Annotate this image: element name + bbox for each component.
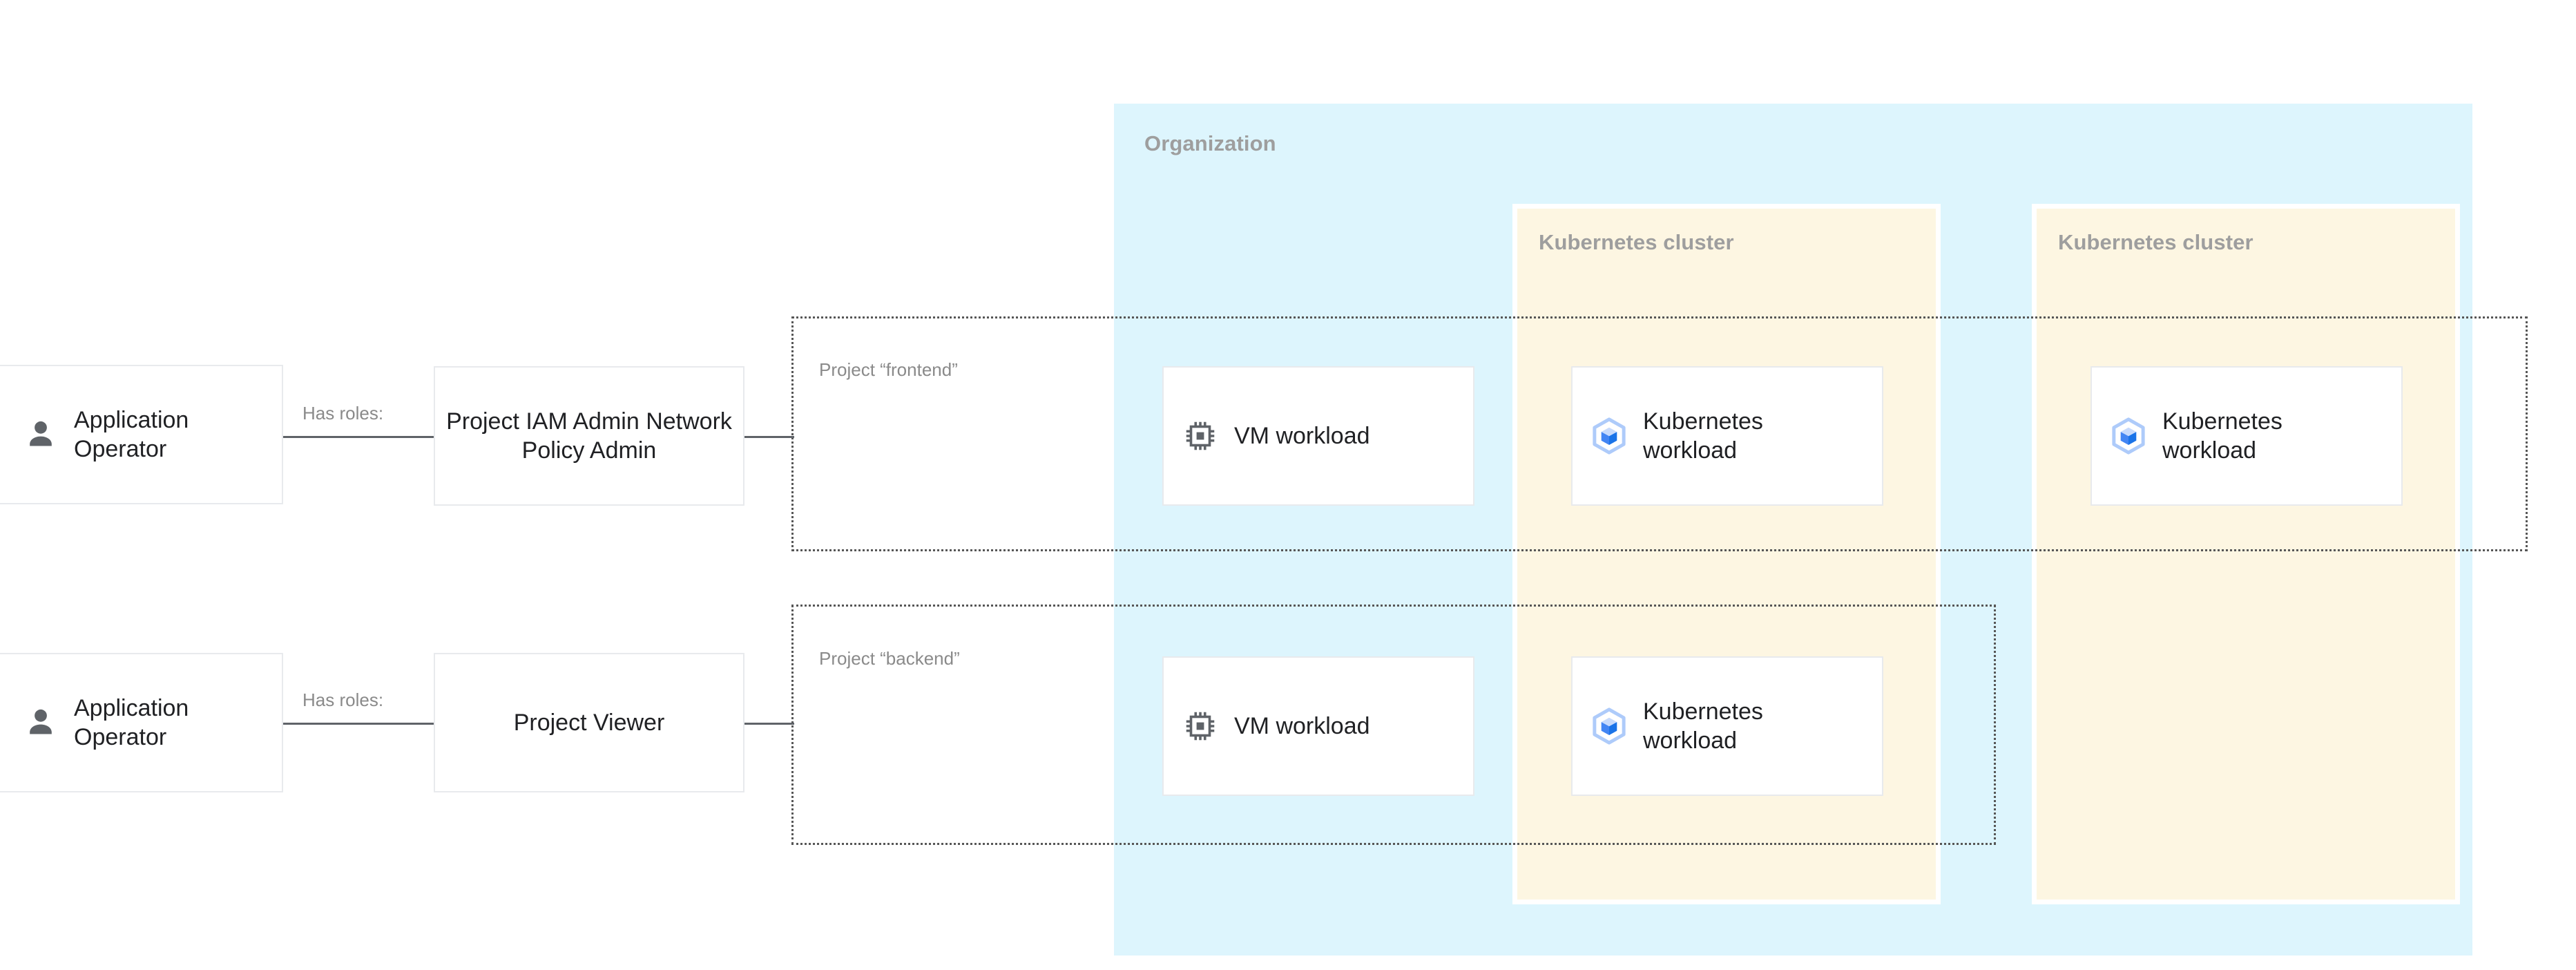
connector-persona-to-role-row2 bbox=[283, 723, 435, 725]
workload-label: Kubernetes workload bbox=[2162, 408, 2282, 464]
role-label-row1: Project IAM Admin Network Policy Admin bbox=[446, 408, 732, 464]
edge-label-has-roles-row1: Has roles: bbox=[302, 403, 384, 424]
persona-label-row2: Application Operator bbox=[74, 694, 189, 750]
persona-card-row2[interactable]: Application Operator bbox=[0, 653, 283, 792]
role-card-row2[interactable]: Project Viewer bbox=[434, 653, 744, 792]
kubernetes-cluster-1-label: Kubernetes cluster bbox=[1539, 230, 1734, 254]
workload-label: Kubernetes workload bbox=[1643, 698, 1763, 754]
workload-card-kubernetes-frontend-cluster1[interactable]: Kubernetes workload bbox=[1571, 366, 1883, 506]
project-backend-label: Project “backend” bbox=[819, 648, 960, 669]
project-backend-boundary bbox=[791, 605, 1996, 845]
person-icon bbox=[23, 417, 59, 453]
edge-label-has-roles-row2: Has roles: bbox=[302, 690, 384, 710]
workload-label: VM workload bbox=[1234, 712, 1370, 739]
workload-label: VM workload bbox=[1234, 422, 1370, 449]
project-frontend-label: Project “frontend” bbox=[819, 359, 958, 380]
kubernetes-cluster-2-label: Kubernetes cluster bbox=[2058, 230, 2253, 254]
kubernetes-cube-icon bbox=[2110, 417, 2147, 455]
connector-role-to-project-frontend bbox=[744, 436, 794, 438]
kubernetes-cluster-2-container bbox=[2032, 204, 2460, 904]
workload-card-vm-frontend[interactable]: VM workload bbox=[1162, 366, 1474, 506]
role-label-row2: Project Viewer bbox=[513, 709, 665, 736]
connector-persona-to-role-row1 bbox=[283, 436, 435, 438]
project-frontend-boundary bbox=[791, 316, 2528, 551]
persona-card-row1[interactable]: Application Operator bbox=[0, 365, 283, 504]
kubernetes-cube-icon bbox=[1590, 707, 1628, 745]
workload-card-kubernetes-frontend-cluster2[interactable]: Kubernetes workload bbox=[2090, 366, 2403, 506]
persona-label-row1: Application Operator bbox=[74, 406, 189, 462]
cpu-chip-icon bbox=[1182, 417, 1219, 455]
connector-role-to-project-backend bbox=[744, 723, 794, 725]
cpu-chip-icon bbox=[1182, 707, 1219, 745]
role-card-row1[interactable]: Project IAM Admin Network Policy Admin bbox=[434, 366, 744, 506]
workload-card-kubernetes-backend-cluster1[interactable]: Kubernetes workload bbox=[1571, 656, 1883, 796]
workload-label: Kubernetes workload bbox=[1643, 408, 1763, 464]
kubernetes-cube-icon bbox=[1590, 417, 1628, 455]
person-icon bbox=[23, 705, 59, 741]
workload-card-vm-backend[interactable]: VM workload bbox=[1162, 656, 1474, 796]
organization-label: Organization bbox=[1144, 131, 1276, 155]
